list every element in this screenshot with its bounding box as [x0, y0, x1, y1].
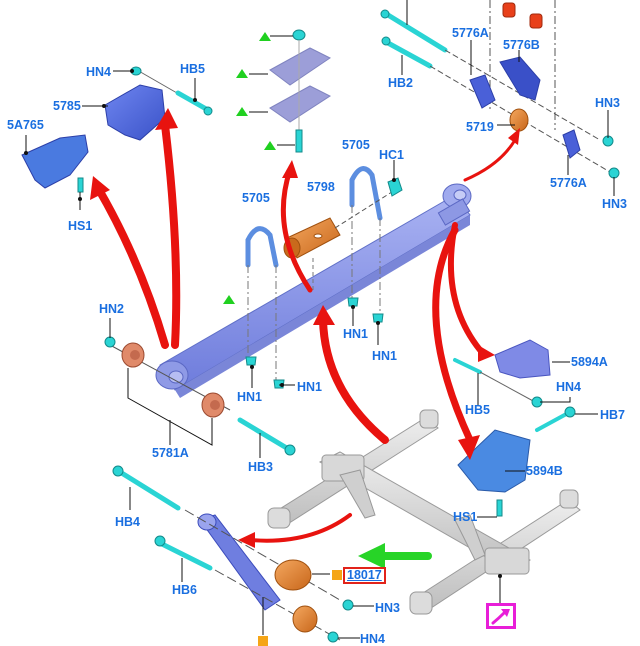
- shackle-assembly: [380, 0, 620, 196]
- u-bolt-right: [349, 166, 383, 318]
- u-bolt-left: [245, 226, 279, 385]
- green-arrow: [358, 543, 432, 569]
- callout-hb5-right[interactable]: HB5: [465, 403, 491, 417]
- callout-18017-highlighted[interactable]: 18017: [343, 567, 386, 584]
- callout-hn1-c[interactable]: HN1: [297, 380, 323, 394]
- callout-hs1-right[interactable]: HS1: [453, 510, 478, 524]
- callout-hb6[interactable]: HB6: [172, 583, 198, 597]
- nuts-hn1: [245, 297, 384, 389]
- callout-5781a[interactable]: 5781A: [152, 446, 189, 460]
- green-triangle-marker: [223, 295, 235, 304]
- green-triangle-marker: [264, 141, 276, 150]
- callout-hs1-left[interactable]: HS1: [68, 219, 93, 233]
- green-triangle-marker: [236, 69, 248, 78]
- leaf-spring: [155, 183, 472, 398]
- green-triangle-marker: [236, 107, 248, 116]
- callout-hn1-b[interactable]: HN1: [372, 349, 398, 363]
- callout-hn3-right-bottom[interactable]: HN3: [602, 197, 628, 211]
- callout-hb5-top[interactable]: HB5: [180, 62, 206, 76]
- callout-hb7[interactable]: HB7: [600, 408, 626, 422]
- callout-hn4-top[interactable]: HN4: [86, 65, 112, 79]
- rear-axle-assembly: [267, 409, 581, 615]
- callout-5705-right[interactable]: 5705: [342, 138, 370, 152]
- callout-hb2[interactable]: HB2: [388, 76, 414, 90]
- orange-square-marker: [258, 636, 268, 646]
- callout-5798[interactable]: 5798: [307, 180, 335, 194]
- green-triangle-marker: [259, 32, 271, 41]
- callout-hn4-right[interactable]: HN4: [556, 380, 582, 394]
- callout-5776a-top[interactable]: 5776A: [452, 26, 489, 40]
- pad-stack: [249, 29, 332, 153]
- callout-5776a-bottom[interactable]: 5776A: [550, 176, 587, 190]
- callout-5785[interactable]: 5785: [53, 99, 81, 113]
- callout-5a765[interactable]: 5A765: [7, 118, 44, 132]
- navigate-link-button[interactable]: [486, 603, 516, 629]
- bracket-5a765: [21, 134, 89, 210]
- bracket-5894b: [457, 406, 598, 518]
- bracket-5894a: [453, 339, 571, 408]
- callout-hc1[interactable]: HC1: [379, 148, 405, 162]
- callout-5776b[interactable]: 5776B: [503, 38, 540, 52]
- clip-hc1: [387, 160, 403, 197]
- bracket-5785: [82, 66, 213, 141]
- callout-5894b[interactable]: 5894B: [526, 464, 563, 478]
- orange-square-marker: [332, 570, 342, 580]
- shock-absorber: [112, 465, 374, 643]
- callout-hn4-bottom[interactable]: HN4: [360, 632, 386, 646]
- callout-hn3-bottom[interactable]: HN3: [375, 601, 401, 615]
- arrow-up-right-icon: [491, 609, 510, 625]
- callout-5894a[interactable]: 5894A: [571, 355, 608, 369]
- bushings-5781a: [104, 318, 296, 458]
- callout-hn1-a[interactable]: HN1: [343, 327, 369, 341]
- callout-hb4[interactable]: HB4: [115, 515, 141, 529]
- callout-hn1-d[interactable]: HN1: [237, 390, 263, 404]
- callout-hn2[interactable]: HN2: [99, 302, 125, 316]
- red-arrowheads: [90, 108, 520, 548]
- callout-5719[interactable]: 5719: [466, 120, 494, 134]
- callout-hb3[interactable]: HB3: [248, 460, 274, 474]
- spacer-5798: [283, 189, 396, 290]
- callout-hn3-right-top[interactable]: HN3: [595, 96, 621, 110]
- red-flow-arrows: [94, 121, 517, 543]
- callout-5705-left[interactable]: 5705: [242, 191, 270, 205]
